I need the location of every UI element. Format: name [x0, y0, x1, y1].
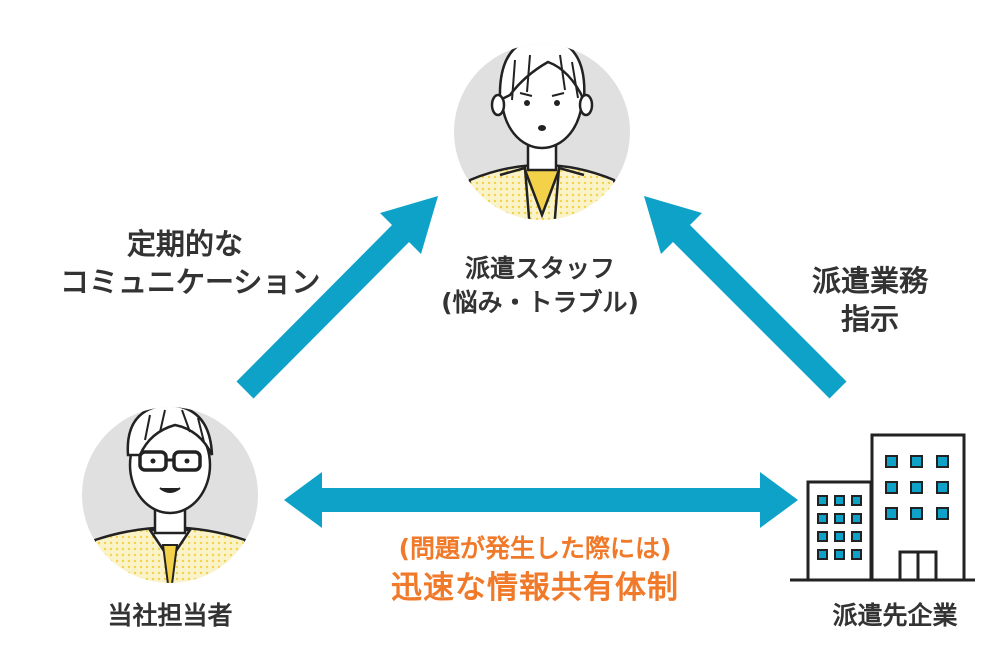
instruction-label: 派遣業務 指示 [770, 262, 970, 338]
sharing-label: (問題が発生した際には) 迅速な情報共有体制 [340, 532, 730, 610]
staff-label-line2: (悩み・トラブル) [441, 288, 639, 317]
staff-label-line1: 派遣スタッフ [464, 254, 615, 283]
staff-label: 派遣スタッフ (悩み・トラブル) [440, 252, 640, 320]
communication-label: 定期的な コミュニケーション [60, 225, 321, 301]
instruction-label-line2: 指示 [840, 302, 899, 336]
sharing-label-line2: 迅速な情報共有体制 [391, 570, 679, 606]
instruction-label-line1: 派遣業務 [811, 264, 928, 298]
person-avatar [82, 407, 258, 583]
communication-label-line1: 定期的な [126, 227, 243, 261]
company-building-icon [790, 433, 975, 582]
sharing-double-arrow [284, 472, 798, 528]
company-label: 派遣先企業 [832, 601, 958, 630]
communication-arrow [236, 196, 438, 399]
instruction-arrow [644, 196, 847, 399]
sharing-label-line1: (問題が発生した際には) [398, 534, 672, 563]
person-label: 当社担当者 [107, 601, 233, 630]
staff-avatar [454, 44, 630, 220]
communication-label-line2: コミュニケーション [60, 265, 321, 299]
